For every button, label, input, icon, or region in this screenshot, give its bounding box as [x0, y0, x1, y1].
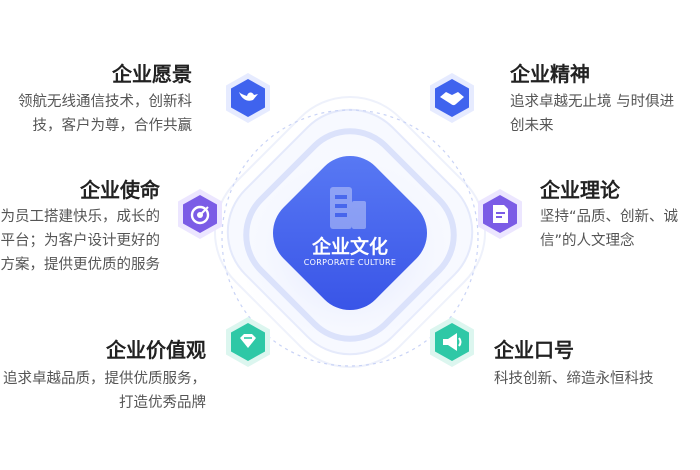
- theory-desc: 坚持“品质、创新、诚信”的人文理念: [540, 205, 692, 253]
- target-icon: [172, 186, 228, 242]
- theory-title: 企业理论: [540, 174, 620, 203]
- values-desc: 追求卓越品质，提供优质服务，打造优秀品牌: [0, 367, 206, 415]
- vision-desc: 领航无线通信技术，创新科技，客户为尊，合作共赢: [6, 90, 192, 138]
- spirit-desc: 追求卓越无止境 与时俱进创未来: [510, 90, 688, 138]
- vision-title: 企业愿景: [112, 58, 192, 87]
- mission-title: 企业使命: [80, 174, 160, 203]
- slogan-title: 企业口号: [494, 334, 574, 363]
- slogan-desc: 科技创新、缔造永恒科技: [494, 367, 664, 391]
- megaphone-icon: [424, 314, 480, 370]
- document-icon: [472, 186, 528, 242]
- bird-icon: [220, 70, 276, 126]
- values-title: 企业价值观: [106, 334, 206, 363]
- spirit-title: 企业精神: [510, 58, 590, 87]
- handshake-icon: [424, 70, 480, 126]
- diamond-icon: [220, 314, 276, 370]
- mission-desc: 为员工搭建快乐，成长的平台；为客户设计更好的方案，提供更优质的服务: [0, 205, 160, 277]
